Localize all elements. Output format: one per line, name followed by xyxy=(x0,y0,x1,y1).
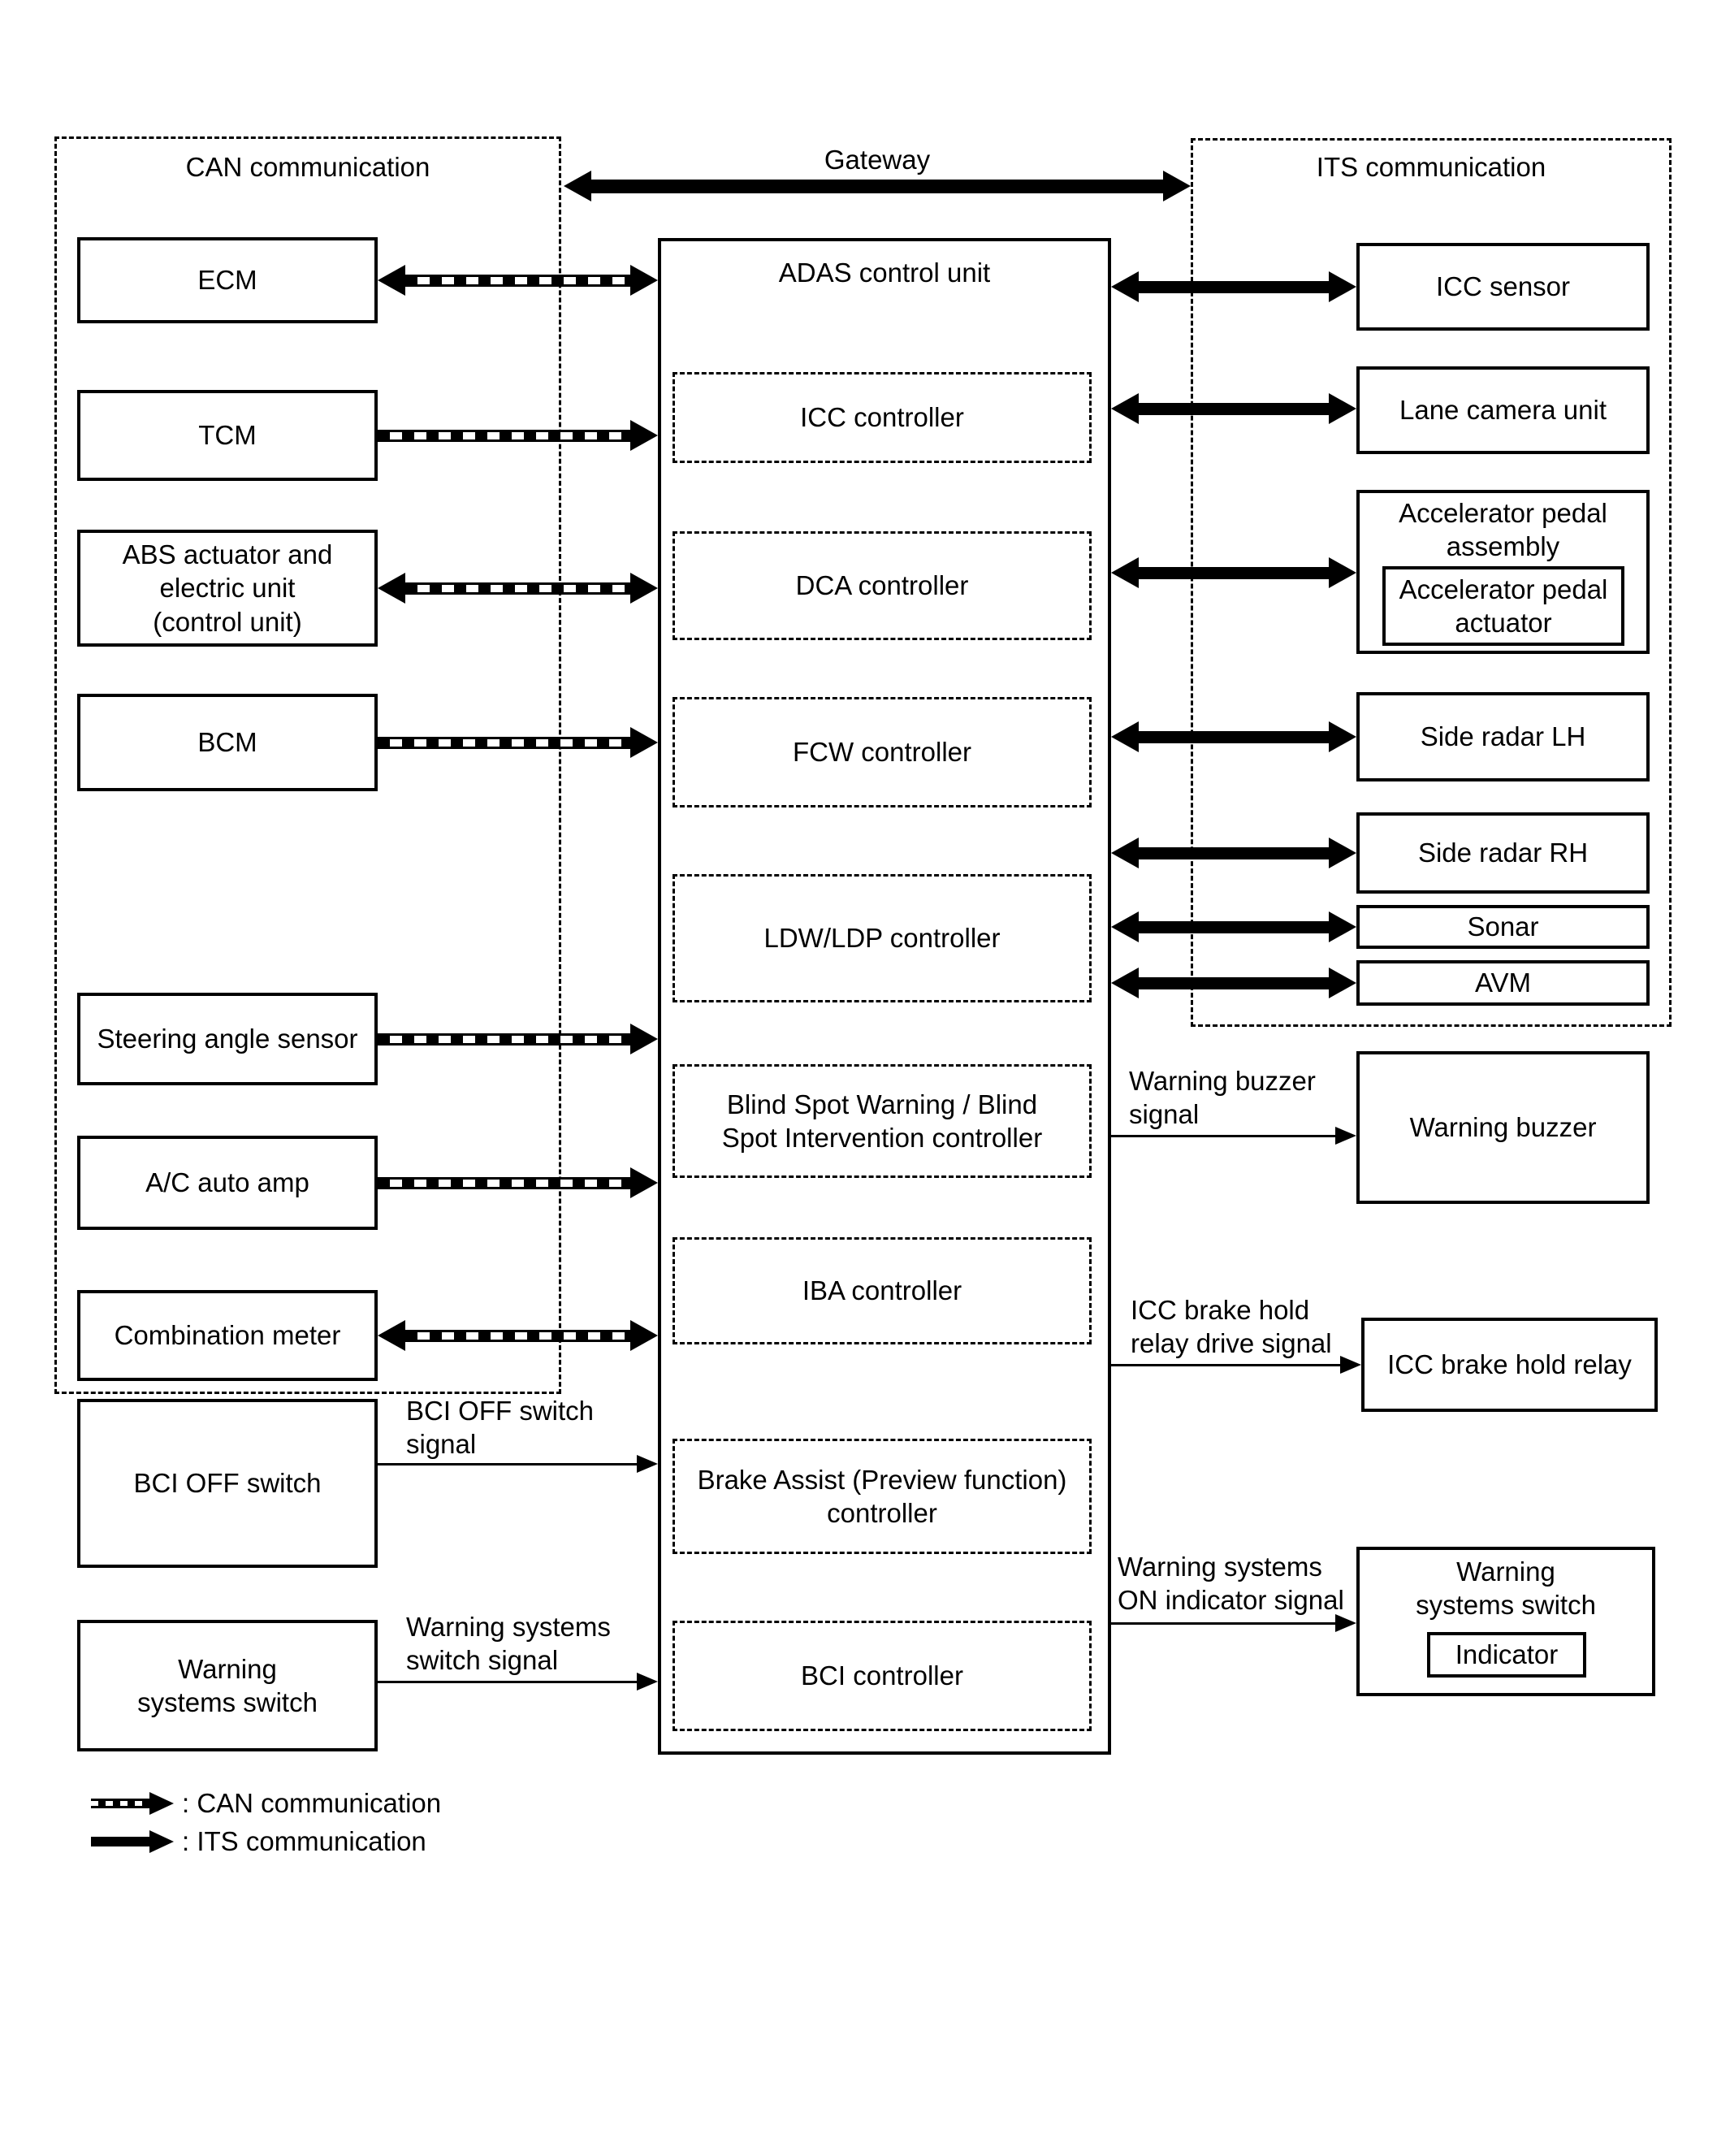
node-avm: AVM xyxy=(1356,960,1650,1006)
node-side-radar-rh: Side radar RH xyxy=(1356,812,1650,894)
node-warning-systems-switch: Warning systems switch xyxy=(77,1620,378,1751)
warning-systems-switch-right-label: Warning systems switch xyxy=(1416,1556,1596,1621)
can-arrow-combination-meter xyxy=(378,1318,658,1353)
node-bci-off-switch: BCI OFF switch xyxy=(77,1399,378,1568)
node-warning-buzzer: Warning buzzer xyxy=(1356,1051,1650,1204)
controller-iba: IBA controller xyxy=(673,1237,1092,1344)
signal-label-icc-brake-hold-relay-drive: ICC brake hold relay drive signal xyxy=(1131,1295,1332,1359)
legend-its-row: : ITS communication xyxy=(91,1826,426,1857)
signal-label-warning-systems-on-indicator: Warning systems ON indicator signal xyxy=(1118,1552,1344,1616)
its-arrow-icc-sensor xyxy=(1111,269,1356,305)
node-accelerator-pedal-actuator: Accelerator pedal actuator xyxy=(1382,566,1624,646)
node-side-radar-lh: Side radar LH xyxy=(1356,692,1650,781)
its-arrow-side-radar-lh xyxy=(1111,719,1356,755)
node-warning-systems-switch-right xyxy=(1356,1547,1655,1696)
its-arrow-lane-camera xyxy=(1111,391,1356,426)
can-arrow-ecm xyxy=(378,262,658,298)
controller-blind-spot: Blind Spot Warning / Blind Spot Interven… xyxy=(673,1064,1092,1178)
node-abs-actuator: ABS actuator and electric unit (control … xyxy=(77,530,378,647)
node-ecm: ECM xyxy=(77,237,378,323)
controller-dca: DCA controller xyxy=(673,531,1092,640)
can-arrow-abs xyxy=(378,570,658,606)
controller-fcw: FCW controller xyxy=(673,697,1092,807)
signal-arrow-icc-brake-hold-relay xyxy=(1111,1355,1361,1375)
can-communication-frame-title: CAN communication xyxy=(185,152,430,182)
its-arrow-side-radar-rh xyxy=(1111,835,1356,871)
node-icc-brake-hold-relay: ICC brake hold relay xyxy=(1361,1318,1658,1412)
node-ac-auto-amp: A/C auto amp xyxy=(77,1136,378,1230)
its-arrow-avm xyxy=(1111,965,1356,1001)
signal-label-bci-off-switch: BCI OFF switch signal xyxy=(406,1396,595,1460)
node-sonar: Sonar xyxy=(1356,905,1650,949)
node-indicator: Indicator xyxy=(1427,1632,1586,1678)
legend-its-label: : ITS communication xyxy=(182,1826,426,1857)
node-accelerator-pedal-assembly xyxy=(1356,490,1650,654)
controller-icc: ICC controller xyxy=(673,372,1092,463)
adas-control-unit-title: ADAS control unit xyxy=(778,258,991,288)
node-combination-meter: Combination meter xyxy=(77,1290,378,1381)
its-arrow-sonar xyxy=(1111,909,1356,945)
gateway-label: Gateway xyxy=(824,145,931,175)
signal-label-warning-buzzer: Warning buzzer signal xyxy=(1129,1066,1316,1130)
legend-its-arrow-icon xyxy=(91,1828,175,1855)
can-arrow-ac-auto-amp xyxy=(378,1165,658,1201)
signal-arrow-warning-buzzer xyxy=(1111,1126,1356,1145)
node-steering-angle-sensor: Steering angle sensor xyxy=(77,993,378,1085)
gateway-arrow xyxy=(564,168,1191,204)
signal-arrow-warning-systems-switch xyxy=(378,1672,658,1691)
arrow-head-right-icon xyxy=(1163,171,1191,201)
node-tcm: TCM xyxy=(77,390,378,481)
accelerator-pedal-assembly-label: Accelerator pedal assembly xyxy=(1399,498,1607,562)
can-arrow-steering xyxy=(378,1021,658,1057)
adas-control-unit-box xyxy=(658,238,1111,1755)
node-bcm: BCM xyxy=(77,694,378,791)
signal-arrow-warning-systems-on-indicator xyxy=(1111,1613,1356,1633)
its-communication-frame xyxy=(1191,138,1672,1027)
legend-can-label: : CAN communication xyxy=(182,1788,442,1819)
controller-ldw-ldp: LDW/LDP controller xyxy=(673,874,1092,1002)
signal-arrow-bci-off-switch xyxy=(378,1454,658,1474)
node-lane-camera-unit: Lane camera unit xyxy=(1356,366,1650,454)
its-arrow-accelerator-pedal xyxy=(1111,555,1356,591)
legend-can-row: : CAN communication xyxy=(91,1788,441,1818)
can-arrow-tcm xyxy=(378,418,658,453)
controller-bci: BCI controller xyxy=(673,1621,1092,1731)
signal-label-warning-systems-switch: Warning systems switch signal xyxy=(406,1612,611,1676)
its-communication-frame-title: ITS communication xyxy=(1316,152,1546,182)
arrow-head-left-icon xyxy=(564,171,591,201)
legend-can-arrow-icon xyxy=(91,1790,175,1817)
node-icc-sensor: ICC sensor xyxy=(1356,243,1650,331)
can-communication-frame xyxy=(54,136,561,1394)
controller-brake-assist: Brake Assist (Preview function) controll… xyxy=(673,1439,1092,1554)
can-arrow-bcm xyxy=(378,725,658,760)
